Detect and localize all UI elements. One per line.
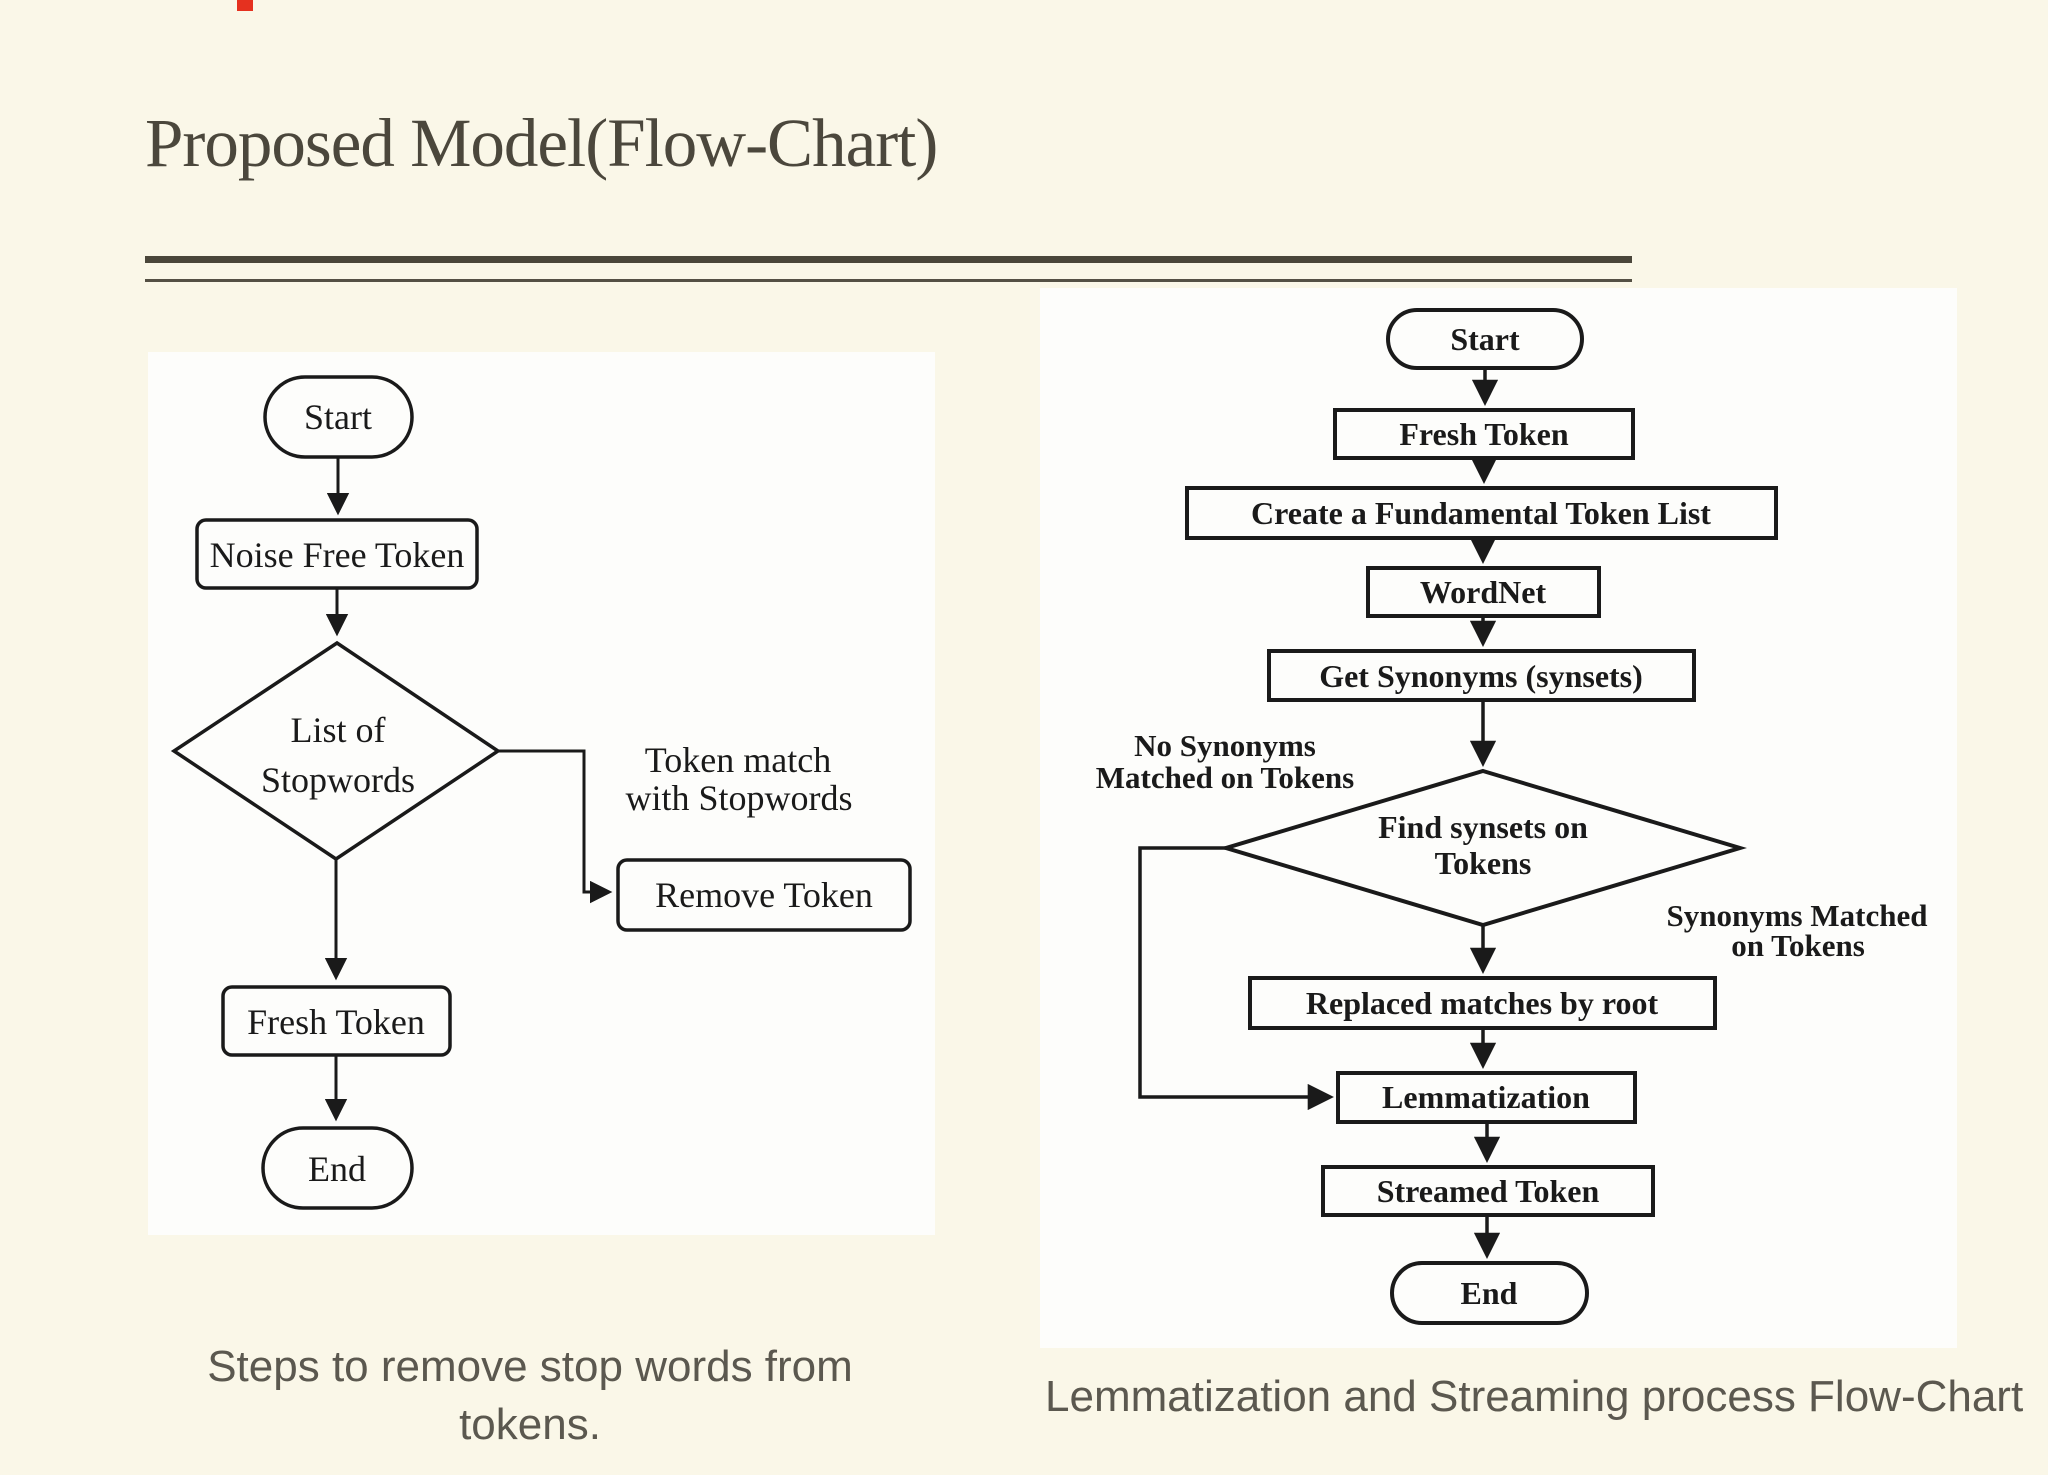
node-end xyxy=(1390,1261,1589,1325)
no-match-label-line2: Matched on Tokens xyxy=(1096,760,1354,795)
node-start xyxy=(1386,308,1584,370)
node-replaced-matches xyxy=(1248,976,1717,1030)
title-underline-thin xyxy=(145,279,1632,282)
node-replaced-matches-label: Replaced matches by root xyxy=(1306,985,1659,1021)
node-end-label: End xyxy=(1461,1275,1518,1311)
decision-label-line1: List of xyxy=(291,710,386,750)
node-streamed-token xyxy=(1321,1165,1655,1217)
node-start-label: Start xyxy=(304,397,372,437)
left-flowchart-svg: Start Noise Free Token List of Stopwords… xyxy=(170,375,912,1210)
node-fresh-token xyxy=(1333,408,1635,460)
node-remove-token xyxy=(616,858,912,932)
node-get-synonyms xyxy=(1267,649,1696,702)
node-noise-free-token-label: Noise Free Token xyxy=(210,535,465,575)
node-streamed-token-label: Streamed Token xyxy=(1377,1173,1600,1209)
page-title: Proposed Model(Flow-Chart) xyxy=(145,105,938,181)
red-artifact-mark xyxy=(237,0,253,11)
decision-label-line2: Tokens xyxy=(1435,845,1532,881)
node-lemmatization-label: Lemmatization xyxy=(1382,1079,1590,1115)
left-caption-line2: tokens. xyxy=(459,1400,601,1450)
node-wordnet-label: WordNet xyxy=(1420,574,1547,610)
node-create-token-list-label: Create a Fundamental Token List xyxy=(1251,495,1711,531)
branch-label-line1: Token match xyxy=(645,740,831,780)
title-underline-thick xyxy=(145,256,1632,263)
node-decision-find-synsets xyxy=(1219,768,1747,928)
node-wordnet xyxy=(1366,566,1601,618)
right-flowchart-svg: Start Fresh Token Create a Fundamental T… xyxy=(1096,308,1928,1325)
arrow-decision-to-remove xyxy=(498,749,613,904)
node-start-label: Start xyxy=(1450,321,1520,357)
matched-label-line1: Synonyms Matched xyxy=(1667,898,1928,933)
left-caption-line1: Steps to remove stop words from xyxy=(207,1342,853,1391)
node-get-synonyms-label: Get Synonyms (synsets) xyxy=(1319,658,1643,694)
node-lemmatization xyxy=(1336,1071,1637,1124)
node-fresh-token xyxy=(221,985,452,1057)
left-flowchart-figure: Start Noise Free Token List of Stopwords… xyxy=(148,352,935,1235)
branch-label-line2: with Stopwords xyxy=(625,778,852,818)
left-figure-caption: Steps to remove stop words from tokens. xyxy=(150,1338,910,1454)
matched-label-line2: on Tokens xyxy=(1731,928,1865,963)
node-start xyxy=(263,375,414,459)
node-fresh-token-label: Fresh Token xyxy=(1399,416,1568,452)
node-noise-free-token xyxy=(195,518,479,590)
right-figure-caption: Lemmatization and Streaming process Flow… xyxy=(1045,1372,2024,1421)
decision-label-line2: Stopwords xyxy=(261,760,415,800)
right-flowchart-figure: Start Fresh Token Create a Fundamental T… xyxy=(1040,288,1957,1348)
arrow-decision-loop-to-lemma xyxy=(1138,846,1334,1111)
node-create-token-list xyxy=(1185,486,1778,540)
node-end xyxy=(261,1126,414,1210)
node-decision-stopwords xyxy=(170,640,502,862)
decision-label-line1: Find synsets on xyxy=(1378,809,1588,845)
no-match-label-line1: No Synonyms xyxy=(1134,728,1316,763)
node-remove-token-label: Remove Token xyxy=(655,875,873,915)
node-end-label: End xyxy=(308,1149,366,1189)
node-fresh-token-label: Fresh Token xyxy=(247,1002,425,1042)
